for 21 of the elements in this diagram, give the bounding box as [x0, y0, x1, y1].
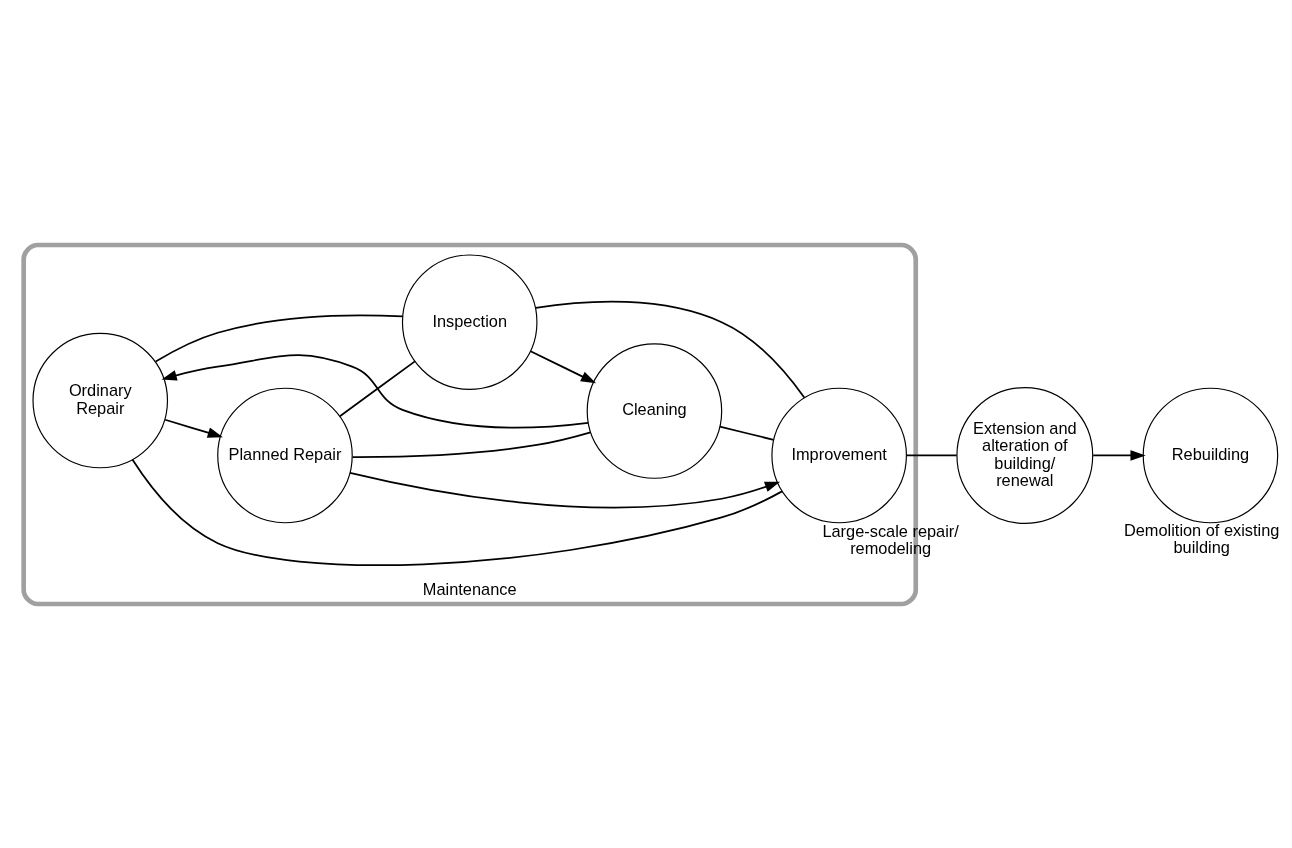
connector — [154, 314, 404, 362]
node-circle: Planned Repair — [217, 387, 353, 523]
node-circle: Cleaning — [586, 342, 723, 479]
node-circle: Improvement — [771, 387, 907, 523]
connector — [905, 454, 958, 456]
arrow — [161, 353, 590, 428]
node-label: Demolition of existing building — [1123, 520, 1280, 556]
node-label: Large-scale repair/ remodeling — [822, 521, 959, 557]
node-circle: Rebuilding — [1142, 387, 1279, 523]
arrow — [1092, 449, 1146, 461]
connector — [351, 430, 592, 458]
arrow — [529, 349, 597, 383]
node-circle: Extension and alteration of building/ renewal — [956, 386, 1094, 524]
arrow — [164, 418, 223, 438]
connector — [339, 360, 416, 417]
connector — [534, 300, 806, 398]
connector — [131, 458, 783, 566]
arrow — [349, 471, 781, 508]
connector — [719, 425, 775, 441]
node-circle: Inspection — [401, 253, 538, 390]
node-circle: Ordinary Repair — [32, 332, 169, 468]
